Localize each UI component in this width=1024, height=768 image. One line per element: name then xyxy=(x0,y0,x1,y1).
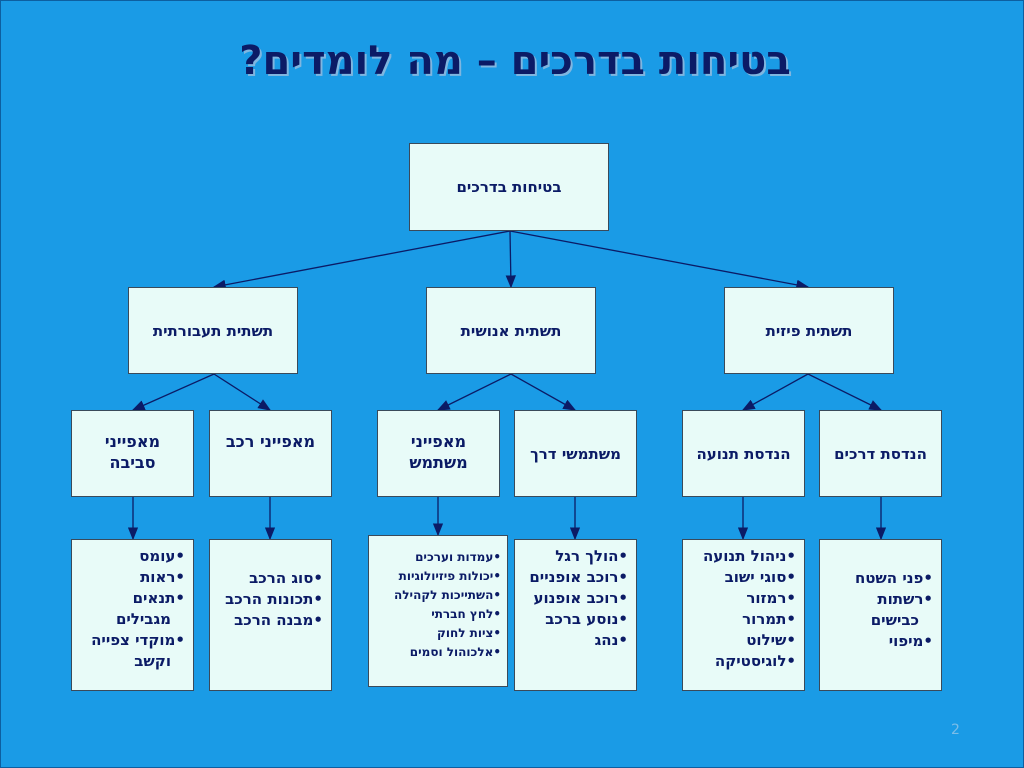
node-road-engineering: הנדסת דרכים xyxy=(819,410,942,497)
list-road-users: •הולך רגל •רוכב אופניים •רוכב אופנוע •נו… xyxy=(514,539,637,691)
list-item: •רוכב אופניים xyxy=(529,568,628,586)
slide-title: בטיחות בדרכים – מה לומדים? xyxy=(239,38,791,84)
arrow-root-to-human xyxy=(505,230,516,289)
list-item: •מבנה הרכב xyxy=(234,611,323,629)
list-environment-traits: •עומס •ראות •תנאים מגבילים •מוקדי צפייה … xyxy=(71,539,194,691)
list-traffic-engineering: •ניהול תנועה •סוגי ישוב •רמזור •תמרור •ש… xyxy=(682,539,805,691)
list-item: •תנאים xyxy=(132,589,185,607)
list-item: •ציות לחוק xyxy=(437,626,501,640)
list-item: •אלכוהול וסמים xyxy=(409,645,501,659)
node-road-users: משתמשי דרך xyxy=(514,410,637,497)
arrow-conscious-to-vehicle xyxy=(213,373,272,411)
list-item: מגבילים xyxy=(115,610,171,628)
list-item: •ניהול תנועה xyxy=(702,547,796,565)
list-item: •רמזור xyxy=(746,589,796,607)
list-user-traits: •עמדות וערכים •יכולות פיזיולוגיות •השתיי… xyxy=(368,535,508,687)
root-node: בטיחות בדרכים xyxy=(409,143,609,231)
arrow-root-to-physical xyxy=(509,230,810,290)
list-item: וקשב xyxy=(134,652,171,670)
arrow-conscious-to-env xyxy=(131,373,215,411)
list-item: •נוסע ברכב xyxy=(545,610,628,628)
list-item: •לוגיסטיקה xyxy=(714,652,796,670)
list-item: •שילוט xyxy=(746,631,796,649)
list-item: •רוכב אופנוע xyxy=(533,589,628,607)
arrow-physical-to-road xyxy=(807,373,883,411)
list-item: •פני השטח xyxy=(854,569,933,587)
node-physical-infrastructure: תשתית פיזית xyxy=(724,287,894,374)
node-human-infrastructure: תשתית אנושית xyxy=(426,287,596,374)
list-item: •מיפוי xyxy=(888,632,933,650)
node-traffic-engineering: הנדסת תנועה xyxy=(682,410,805,497)
list-item: •תכונות הרכב xyxy=(225,590,323,608)
list-item: •לחץ חברתי xyxy=(431,607,501,621)
list-item: •הולך רגל xyxy=(555,547,628,565)
list-road-engineering: •פני השטח •רשתות כבישים •מיפוי xyxy=(819,539,942,691)
arrow-physical-to-traffic xyxy=(741,373,809,411)
list-item: •סוג הרכב xyxy=(249,569,323,587)
list-item: •רשתות xyxy=(877,590,933,608)
arrow-human-to-roadusers xyxy=(510,373,577,411)
arrow-human-to-user xyxy=(436,373,512,411)
node-environment-traits: מאפייני סביבה xyxy=(71,410,194,497)
node-conscious-infrastructure: תשתית תעבורתית xyxy=(128,287,298,374)
list-item: •יכולות פיזיולוגיות xyxy=(398,569,501,583)
list-item: •עומס xyxy=(139,547,185,565)
list-item: •תמרור xyxy=(742,610,796,628)
page-number: 2 xyxy=(951,722,960,738)
list-item: •נהג xyxy=(594,631,628,649)
list-item: •ראות xyxy=(140,568,185,586)
list-item: •עמדות וערכים xyxy=(415,550,501,564)
list-vehicle-traits: •סוג הרכב •תכונות הרכב •מבנה הרכב xyxy=(209,539,332,691)
list-item: •השתייכות לקהילה xyxy=(394,588,501,602)
node-user-traits: מאפייני משתמש xyxy=(377,410,500,497)
list-item: •סוגי ישוב xyxy=(724,568,796,586)
list-item: כבישים xyxy=(870,611,919,629)
node-vehicle-traits: מאפייני רכב xyxy=(209,410,332,497)
list-item: •מוקדי צפייה xyxy=(91,631,185,649)
arrow-root-to-conscious xyxy=(212,230,511,290)
